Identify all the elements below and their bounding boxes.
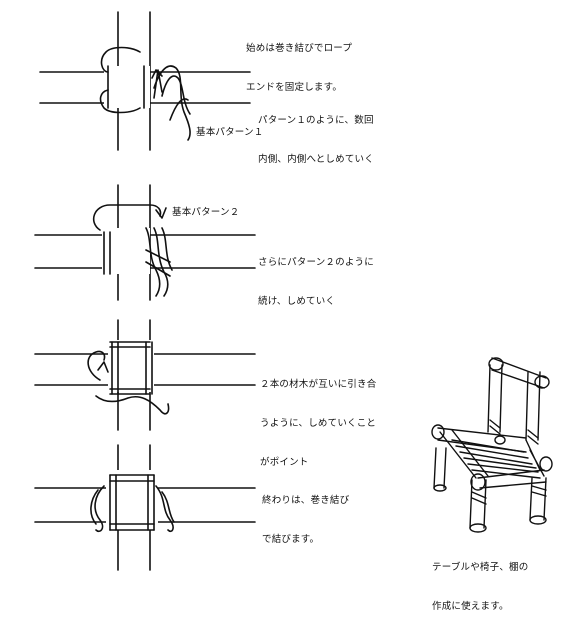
step2-text: パターン１のように、数回 内側、内側へとしめていく [258,115,374,165]
step4-text: ２本の材木が互いに引き合 うように、しめていくこと がポイント [260,379,377,468]
figure-3-pull-together [34,319,256,431]
pattern1-label: 基本パターン１ [196,127,264,138]
figure-2-pattern-2 [34,184,256,301]
figure-4-finish-clove-hitch [34,444,256,571]
chair-illustration [431,357,553,533]
figure-1-clove-hitch-start [39,11,251,151]
step5-text: 終わりは、巻き結び で結びます。 [262,495,350,545]
lashing-diagram [34,11,553,571]
step3-text: さらにパターン２のように 続け、しめていく [258,257,374,307]
step1-text: 始めは巻き結びでロープ エンドを固定します。 [246,43,353,93]
usage-text: テーブルや椅子、棚の 作成に使えます。 [432,562,529,612]
pattern2-label: 基本パターン２ [172,207,240,218]
